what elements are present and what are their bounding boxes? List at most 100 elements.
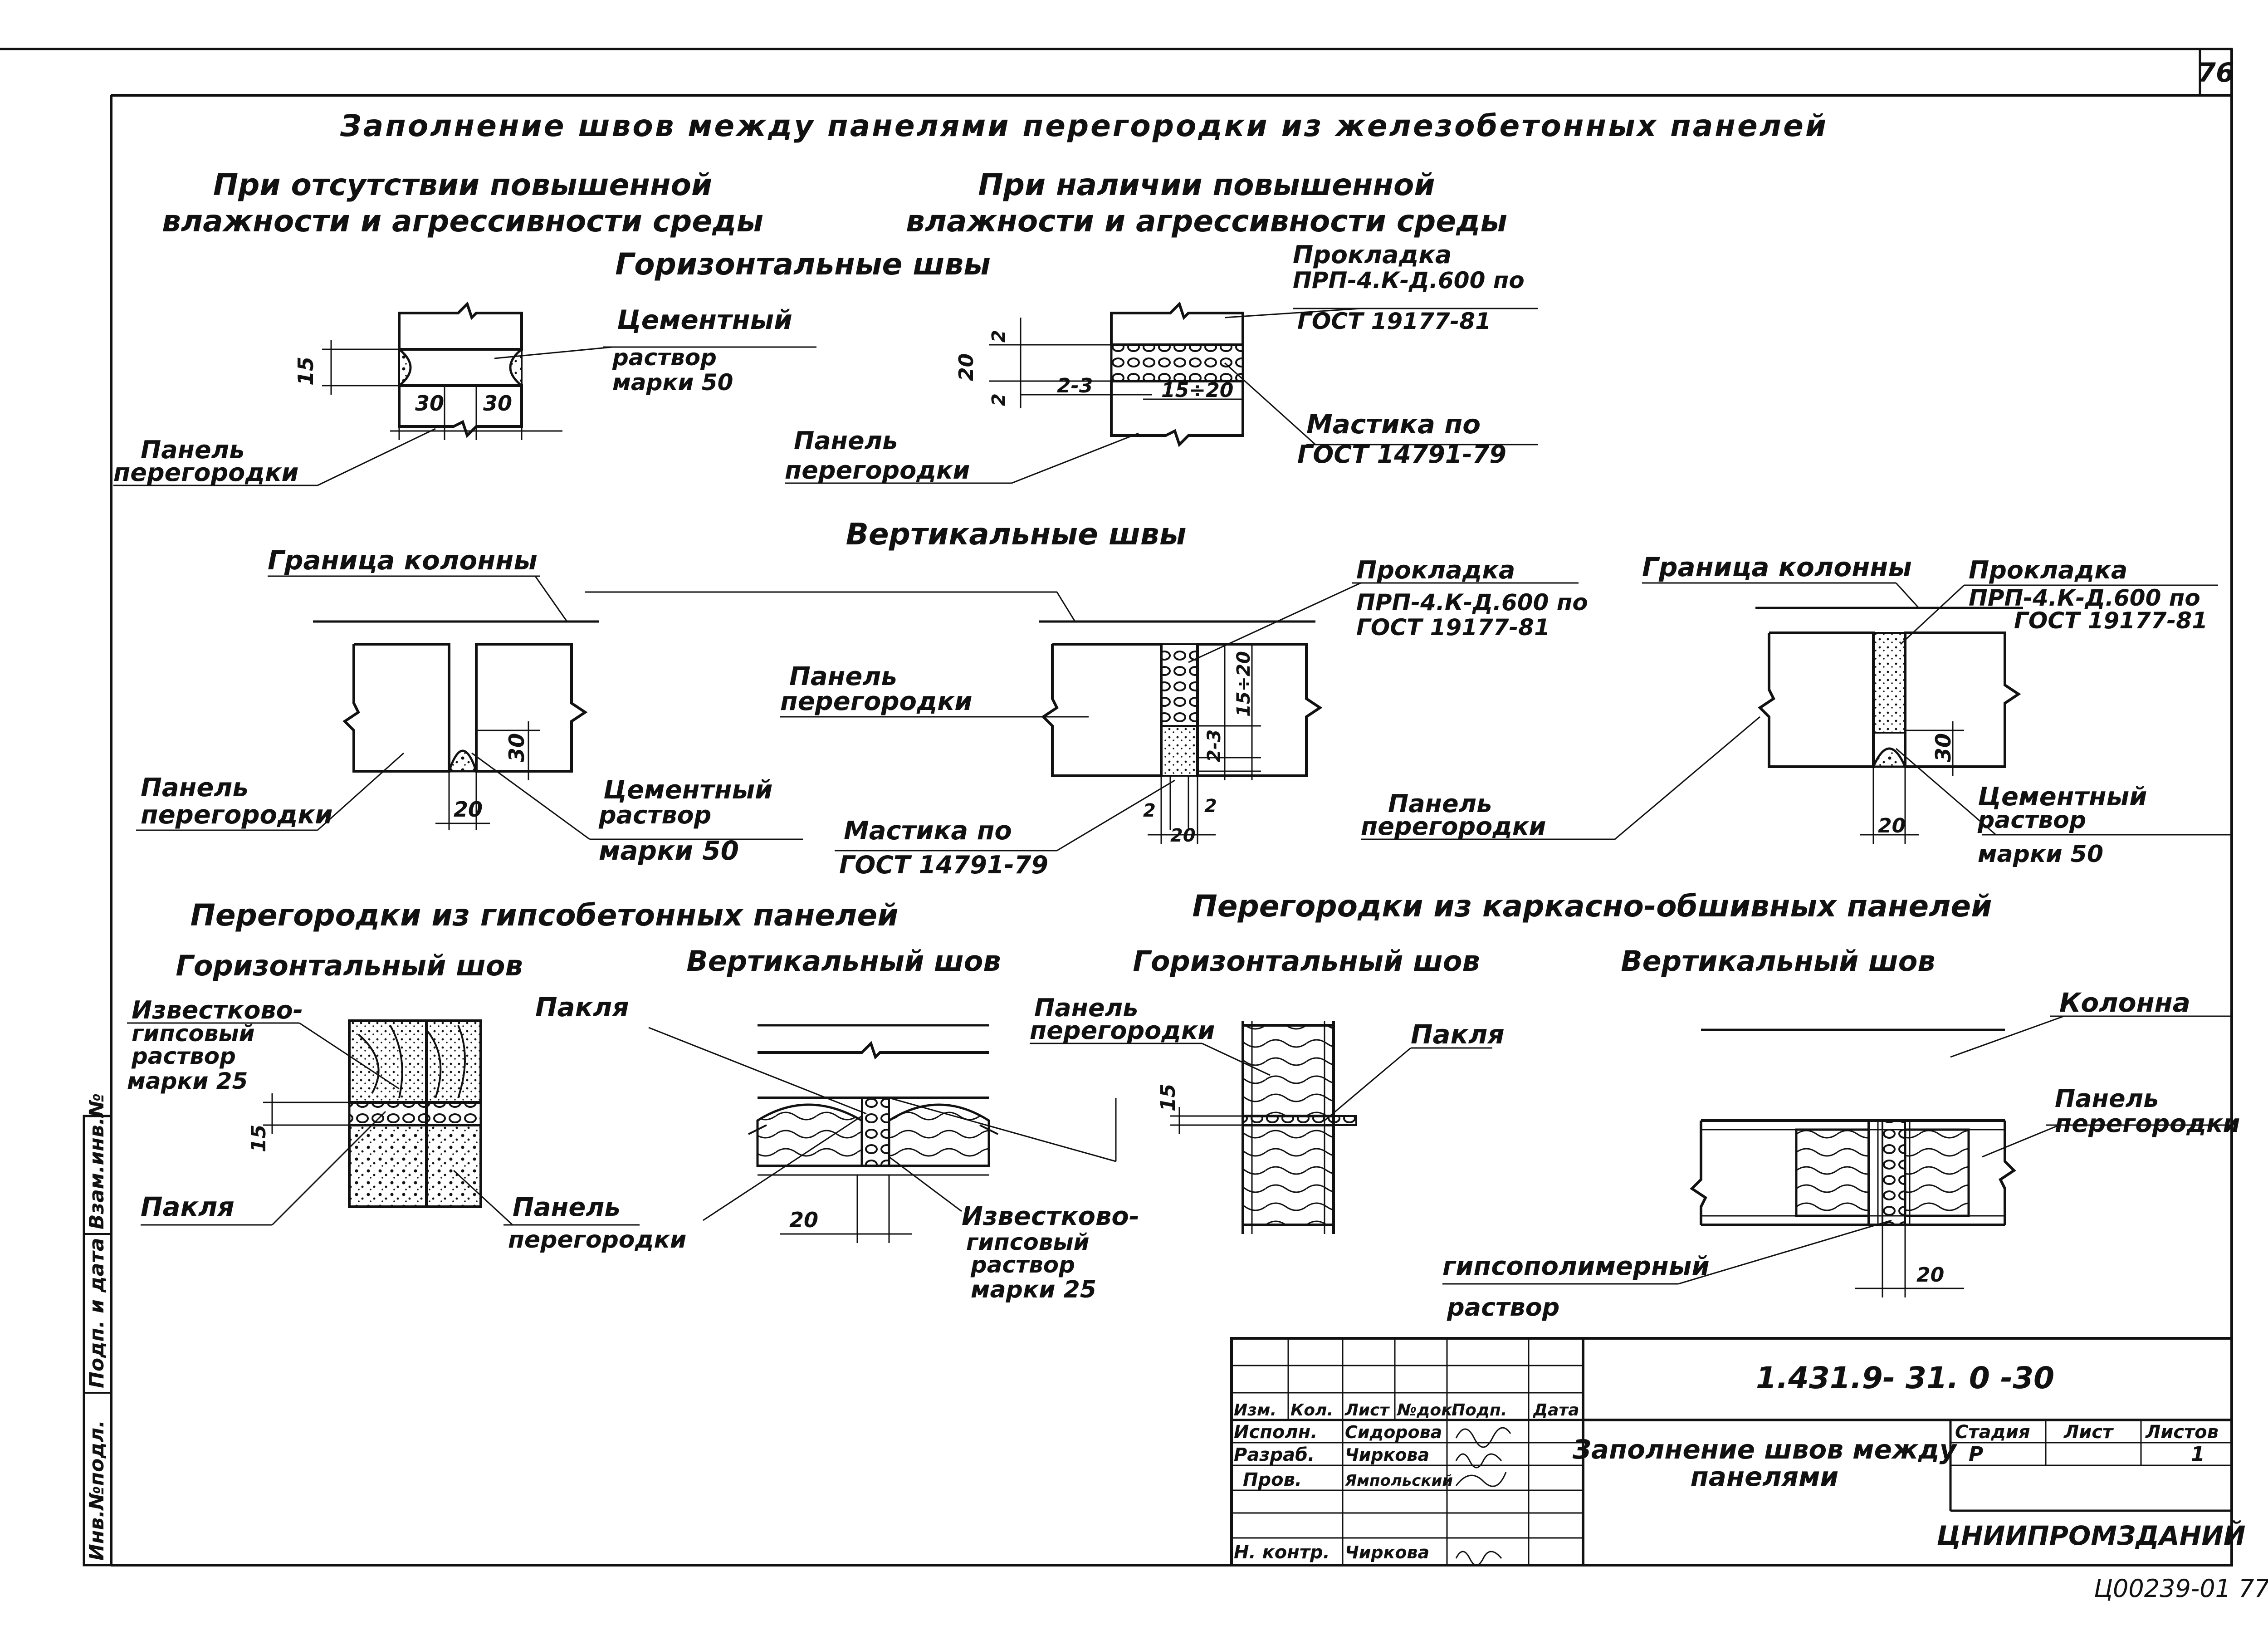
label-column: Колонна xyxy=(2059,987,2190,1018)
dim-2-d1: 2 xyxy=(1143,800,1156,821)
label-gasket-1b: Прокладка xyxy=(1293,240,1452,269)
dim-30-b: 30 xyxy=(483,391,512,416)
dim-30-e: 30 xyxy=(1931,733,1955,762)
label-mastic-2d: ГОСТ 14791-79 xyxy=(839,851,1048,879)
dim-20-d: 20 xyxy=(1170,825,1196,846)
dim-30-c: 30 xyxy=(504,733,529,762)
label-gasket-2d: ПРП-4.К-Д.600 по xyxy=(1356,589,1588,616)
frame-vertical-heading: Вертикальный шов xyxy=(1621,945,1935,978)
label-panel-2e: перегородки xyxy=(1361,812,1546,841)
tb-sheets-value: 1 xyxy=(2191,1443,2205,1466)
label-panel-1i: Панель xyxy=(2055,1084,2159,1113)
tb-role-0: Исполн. xyxy=(1234,1422,1317,1443)
label-gasket-2e: ПРП-4.К-Д.600 по xyxy=(1969,585,2200,611)
dim-20-i: 20 xyxy=(1916,1263,1944,1287)
label-lime-2g: гипсовый xyxy=(966,1229,1090,1255)
tb-name-3: Чиркова xyxy=(1345,1542,1429,1562)
gypsum-panels-heading: Перегородки из гипсобетонных панелей xyxy=(191,898,899,933)
right-condition-line2: влажности и агрессивности среды xyxy=(906,204,1507,239)
tb-header-2: Лист xyxy=(1344,1401,1390,1420)
dim-2-b1: 2 xyxy=(988,330,1009,343)
label-lime-1f: Известково- xyxy=(132,996,303,1024)
label-column-boundary-2: Граница колонны xyxy=(1642,552,1912,583)
tb-sheets-header: Листов xyxy=(2145,1422,2219,1443)
label-mastic-1b: Мастика по xyxy=(1306,409,1481,440)
dim-2-d2: 2 xyxy=(1204,796,1217,817)
tb-header-4: Подп. xyxy=(1452,1401,1507,1420)
label-panel-1b: Панель xyxy=(794,426,898,455)
frame-panels-heading: Перегородки из каркасно-обшивных панелей xyxy=(1193,889,1992,924)
label-panel-2f: перегородки xyxy=(508,1226,686,1253)
dim-15-f: 15 xyxy=(247,1125,270,1152)
detail-vertical-gasket xyxy=(585,582,1579,852)
label-panel-1a: Панель xyxy=(141,436,244,464)
dim-15-20-b: 15÷20 xyxy=(1161,379,1233,402)
dim-15-h: 15 xyxy=(1157,1084,1180,1111)
tb-sheet-header: Лист xyxy=(2063,1422,2114,1443)
gypsum-horizontal-heading: Горизонтальный шов xyxy=(176,949,523,982)
detail-frame-vertical xyxy=(1442,1015,2232,1297)
label-panel-2a: перегородки xyxy=(113,458,298,487)
dim-20-b: 20 xyxy=(955,353,978,381)
label-gasket-1d: Прокладка xyxy=(1356,556,1515,584)
label-polymer-2: раствор xyxy=(1447,1293,1559,1322)
label-cement-3e: марки 50 xyxy=(1978,841,2103,868)
left-condition-line1: При отсутствии повышенной xyxy=(213,167,712,202)
side-strip-label-2: Подп. и дата xyxy=(85,1238,108,1388)
tb-stage-value: Р xyxy=(1969,1443,1983,1466)
label-gasket-2b: ПРП-4.К-Д.600 по xyxy=(1293,267,1525,294)
detail-horizontal-cement xyxy=(113,301,816,486)
detail-gypsum-horizontal xyxy=(127,1019,640,1226)
label-polymer-1: гипсополимерный xyxy=(1442,1252,1710,1281)
label-panel-1d: Панель xyxy=(789,662,897,691)
page-title: Заполнение швов между панелями перегород… xyxy=(340,108,1828,143)
label-panel-1h: Панель xyxy=(1034,994,1138,1022)
dim-15-a: 15 xyxy=(293,357,318,386)
label-panel-1e: Панель xyxy=(1388,789,1492,818)
label-lime-2f: гипсовый xyxy=(132,1020,255,1047)
signatures xyxy=(1455,1427,1511,1566)
label-lime-1g: Известково- xyxy=(962,1202,1139,1231)
dim-2-b2: 2 xyxy=(988,393,1009,406)
dim-2-3-b: 2-3 xyxy=(1057,374,1093,397)
dim-15-20-d: 15÷20 xyxy=(1233,651,1254,717)
dim-2-3-d: 2-3 xyxy=(1204,729,1225,762)
label-cement-2c: раствор xyxy=(598,801,711,829)
label-panel-2c: перегородки xyxy=(141,800,333,830)
horizontal-seams-heading: Горизонтальные швы xyxy=(615,247,991,282)
label-cement-1c: Цементный xyxy=(603,775,772,805)
label-lime-3f: раствор xyxy=(131,1043,236,1069)
label-cement-2e: раствор xyxy=(1977,807,2086,834)
label-lime-4f: марки 25 xyxy=(127,1068,248,1094)
tb-header-3: №док. xyxy=(1396,1401,1458,1420)
frame-horizontal-heading: Горизонтальный шов xyxy=(1133,945,1480,978)
detail-horizontal-gasket xyxy=(785,301,1538,484)
dim-20-g: 20 xyxy=(789,1208,818,1232)
side-strip-label-1: Инв.№подл. xyxy=(85,1420,108,1561)
label-gasket-3d: ГОСТ 19177-81 xyxy=(1356,614,1550,641)
label-cement-3a: марки 50 xyxy=(612,369,733,396)
tb-role-1: Разраб. xyxy=(1234,1444,1315,1465)
tb-role-3: Н. контр. xyxy=(1234,1542,1330,1563)
tb-stage-header: Стадия xyxy=(1955,1422,2030,1443)
archive-stamp: Ц00239-01 77 xyxy=(2094,1574,2268,1603)
label-panel-1c: Панель xyxy=(141,773,249,803)
label-gasket-3b: ГОСТ 19177-81 xyxy=(1297,308,1491,334)
label-panel-2b: перегородки xyxy=(785,456,970,485)
label-mastic-2b: ГОСТ 14791-79 xyxy=(1297,440,1506,469)
sheet-frame xyxy=(0,48,2233,1567)
dim-20-c: 20 xyxy=(454,797,483,822)
detail-vertical-cement xyxy=(136,575,803,840)
gypsum-vertical-heading: Вертикальный шов xyxy=(686,945,1001,978)
title-block xyxy=(1230,1337,2233,1567)
tb-name-0: Сидорова xyxy=(1345,1422,1442,1442)
label-cement-3c: марки 50 xyxy=(599,835,739,866)
tb-organization: ЦНИИПРОМЗДАНИЙ xyxy=(1937,1520,2246,1551)
side-strip-label-3: Взам.инв.№ xyxy=(85,1093,108,1229)
dim-20-e: 20 xyxy=(1878,814,1906,837)
label-cement-1e: Цементный xyxy=(1978,782,2147,812)
label-lime-4g: марки 25 xyxy=(971,1276,1096,1303)
detail-gypsum-vertical xyxy=(648,1024,1117,1243)
tb-header-0: Изм. xyxy=(1234,1401,1276,1420)
label-tow-g: Пакля xyxy=(535,992,629,1023)
